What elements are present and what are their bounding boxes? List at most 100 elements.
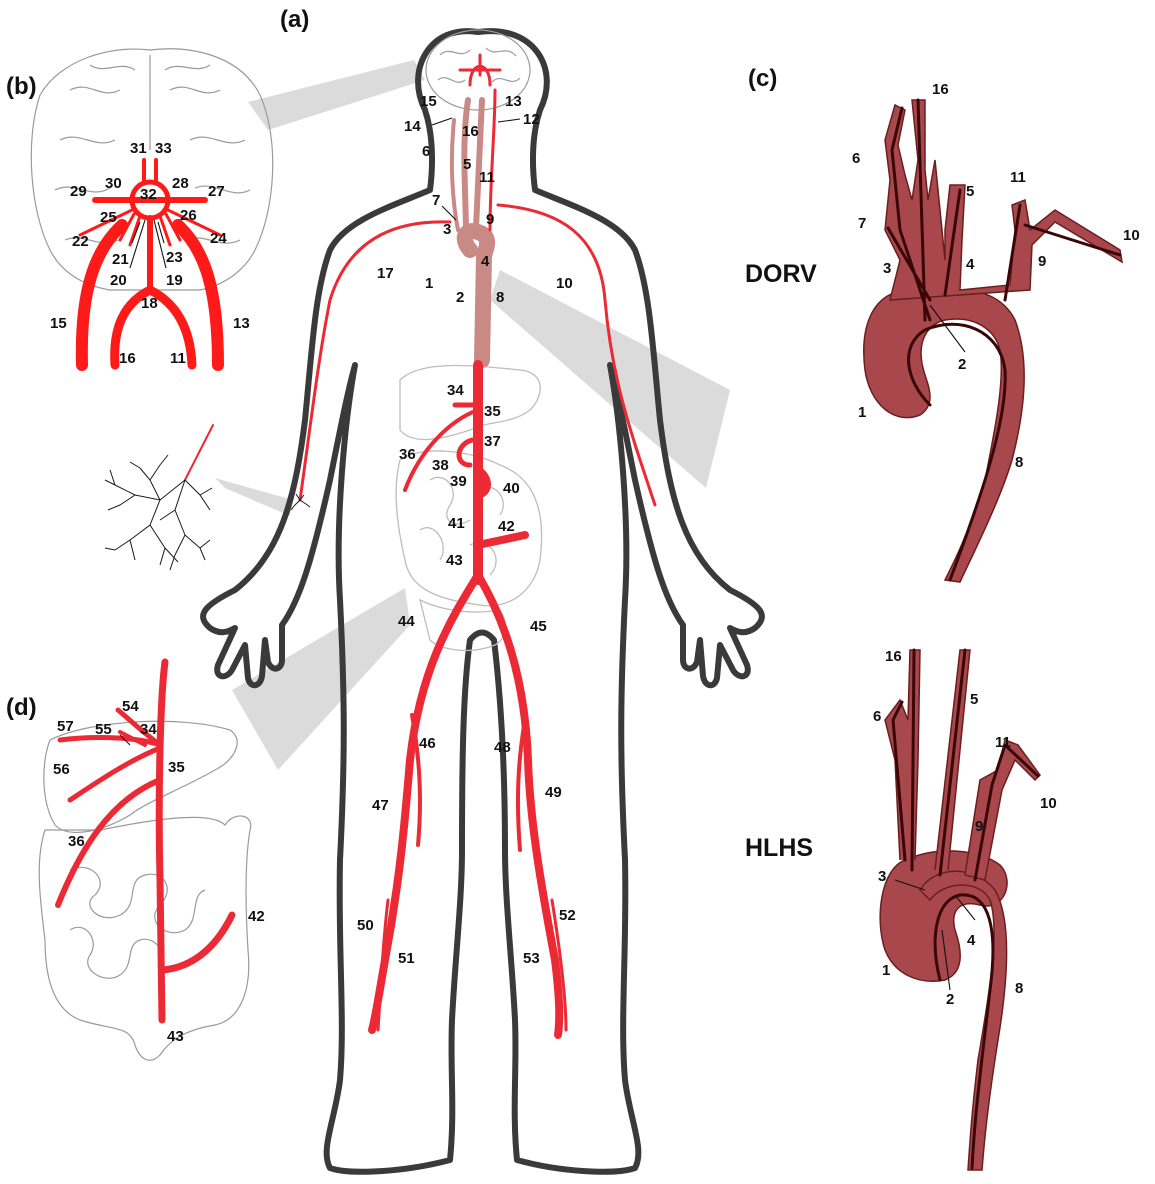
- vessel-label: 18: [141, 295, 158, 312]
- vessel-label: 5: [463, 156, 471, 173]
- vessel-label: 46: [419, 735, 436, 752]
- vessel-label: 41: [448, 515, 465, 532]
- artery-42: [478, 535, 525, 545]
- vessel-label: 49: [545, 784, 562, 801]
- lead-a-14: [432, 118, 452, 125]
- aorta: [465, 231, 487, 360]
- vessel-label: 20: [110, 272, 127, 289]
- vessel-label: 32: [140, 186, 157, 203]
- vessel-label: 54: [122, 698, 139, 715]
- vessel-label: 6: [422, 143, 430, 160]
- vessel-label: 21: [112, 251, 129, 268]
- vessel-label: 12: [523, 111, 540, 128]
- vessel-label: 8: [1015, 980, 1023, 997]
- vessel-label: 34: [140, 721, 157, 738]
- vessel-label: 56: [53, 761, 70, 778]
- vessel-label: 2: [456, 289, 464, 306]
- vessel-label: 55: [95, 721, 112, 738]
- vessel-label: 23: [166, 249, 183, 266]
- vessel-label: 13: [505, 93, 522, 110]
- vessel-label: 16: [885, 648, 902, 665]
- vessel-label: 1: [858, 404, 866, 421]
- vessel-label: 2: [958, 356, 966, 373]
- gut-artery-56: [70, 748, 160, 800]
- vessel-label: 30: [105, 175, 122, 192]
- vessel-label: 3: [883, 260, 891, 277]
- vessel-label: 11: [1010, 169, 1026, 186]
- vertebral: [452, 120, 458, 230]
- vessel-label: 2: [946, 991, 954, 1008]
- vessel-label: 45: [530, 618, 547, 635]
- vessel-label: 7: [858, 215, 866, 232]
- vessel-label: 13: [233, 315, 250, 332]
- vessel-label: 5: [970, 691, 978, 708]
- vessel-label: 43: [167, 1028, 184, 1045]
- capillary-tree: [105, 455, 212, 570]
- vessel-label: 8: [496, 289, 504, 306]
- tree-feeder-artery: [185, 425, 213, 480]
- vessel-label: 48: [494, 739, 511, 756]
- vessel-label: 19: [166, 272, 183, 289]
- wedge-hand: [215, 478, 293, 516]
- vessel-label: 1: [425, 275, 433, 292]
- vessel-label: 53: [523, 950, 540, 967]
- vessel-label: 34: [447, 382, 464, 399]
- brain-folds: [55, 55, 250, 243]
- wedge-brain: [248, 60, 425, 130]
- body-diagram: [203, 30, 762, 1172]
- vessel-label: 17: [377, 265, 394, 282]
- artery-38: [459, 440, 472, 465]
- vessel-label: 26: [180, 207, 197, 224]
- vessel-label: 35: [168, 759, 185, 776]
- panel-label-a: (a): [280, 6, 309, 33]
- vessel-label: 15: [420, 93, 437, 110]
- vessel-label: 50: [357, 917, 374, 934]
- vessel-label: 25: [100, 209, 117, 226]
- vessel-label: 36: [399, 446, 416, 463]
- vessel-label: 11: [479, 169, 495, 186]
- vessel-label: 44: [398, 613, 415, 630]
- vessel-label: 6: [873, 708, 881, 725]
- vessel-label: 15: [50, 315, 67, 332]
- vessel-label: 24: [210, 230, 227, 247]
- panel-label-d: (d): [6, 694, 37, 721]
- vessel-label: 52: [559, 907, 576, 924]
- artery-48: [518, 720, 525, 850]
- panel-label-b: (b): [6, 73, 37, 100]
- vessel-label: 27: [208, 183, 225, 200]
- vessel-label: 9: [486, 211, 494, 228]
- vessel-label: 43: [446, 552, 463, 569]
- artery-31-33: [144, 160, 156, 182]
- vessel-label: 35: [484, 403, 501, 420]
- vessel-label: 1: [882, 962, 890, 979]
- vessel-label: 47: [372, 797, 389, 814]
- vessel-label: 9: [975, 818, 983, 835]
- dorv-model: [864, 100, 1122, 582]
- carotid-right: [476, 100, 482, 228]
- vessel-label: 36: [68, 833, 85, 850]
- vessel-label: 4: [966, 256, 975, 273]
- vessel-label: 51: [398, 950, 415, 967]
- vessel-label: 40: [503, 480, 520, 497]
- vessel-label: 4: [967, 932, 976, 949]
- vessel-label: 10: [556, 275, 573, 292]
- body-outline: [203, 31, 762, 1172]
- vessel-label: 31: [130, 140, 147, 157]
- lead-a-12: [498, 119, 520, 122]
- condition-label-hlhs: HLHS: [745, 834, 813, 862]
- vessel-label: 33: [155, 140, 172, 157]
- vessel-label: 29: [70, 183, 87, 200]
- gut-artery-42: [162, 915, 232, 970]
- capillary-tree-inset: [105, 425, 213, 570]
- vessel-label: 16: [932, 81, 949, 98]
- vessel-label: 28: [172, 175, 189, 192]
- vessel-label: 14: [404, 118, 421, 135]
- vessel-label: 10: [1040, 795, 1057, 812]
- vessel-label: 4: [481, 253, 490, 270]
- vessel-label: 10: [1123, 227, 1140, 244]
- leader-lines: [120, 118, 975, 990]
- vessel-label: 39: [450, 473, 467, 490]
- vessel-label: 6: [852, 150, 860, 167]
- vessel-label: 57: [57, 718, 74, 735]
